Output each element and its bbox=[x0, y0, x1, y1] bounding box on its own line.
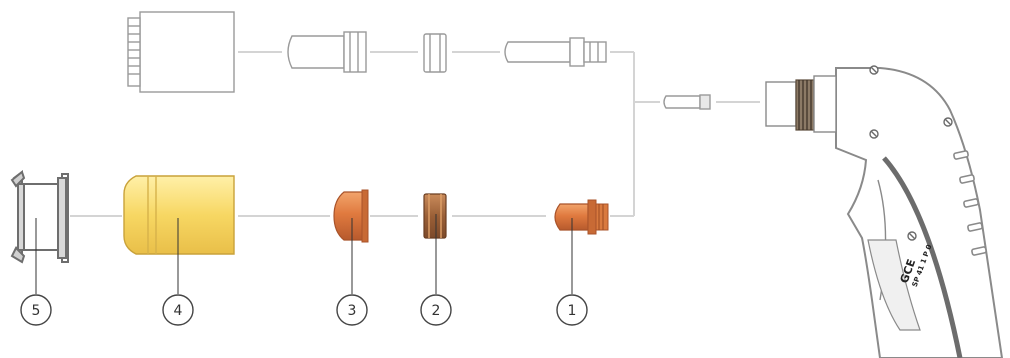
leader-lines bbox=[35, 214, 573, 294]
swirl-ring-outline bbox=[423, 33, 447, 73]
callout-label-5: 5 bbox=[32, 303, 41, 319]
electrode-outline bbox=[504, 37, 607, 67]
part-2-swirl-ring bbox=[423, 193, 447, 239]
callout-label-2: 2 bbox=[432, 303, 441, 319]
torch-body: GCE SP 41 1 P 0 bbox=[765, 65, 1004, 358]
callout-5: 5 bbox=[20, 294, 52, 326]
callout-4: 4 bbox=[162, 294, 194, 326]
screw-icon bbox=[869, 65, 953, 241]
callout-label-3: 3 bbox=[348, 303, 357, 319]
callout-2: 2 bbox=[420, 294, 452, 326]
callout-label-4: 4 bbox=[174, 303, 183, 319]
connector-lines bbox=[70, 51, 760, 217]
part-5-spacer-guide bbox=[10, 170, 69, 264]
part-3-nozzle bbox=[333, 189, 369, 243]
callout-1: 1 bbox=[556, 294, 588, 326]
part-4-shield-cup bbox=[123, 175, 235, 255]
small-nozzle-outline bbox=[663, 94, 711, 110]
callout-3: 3 bbox=[336, 294, 368, 326]
callout-label-1: 1 bbox=[568, 303, 577, 319]
shield-cup-outline bbox=[287, 31, 367, 73]
part-1-electrode bbox=[554, 199, 609, 235]
retaining-cap-outline bbox=[127, 11, 235, 93]
